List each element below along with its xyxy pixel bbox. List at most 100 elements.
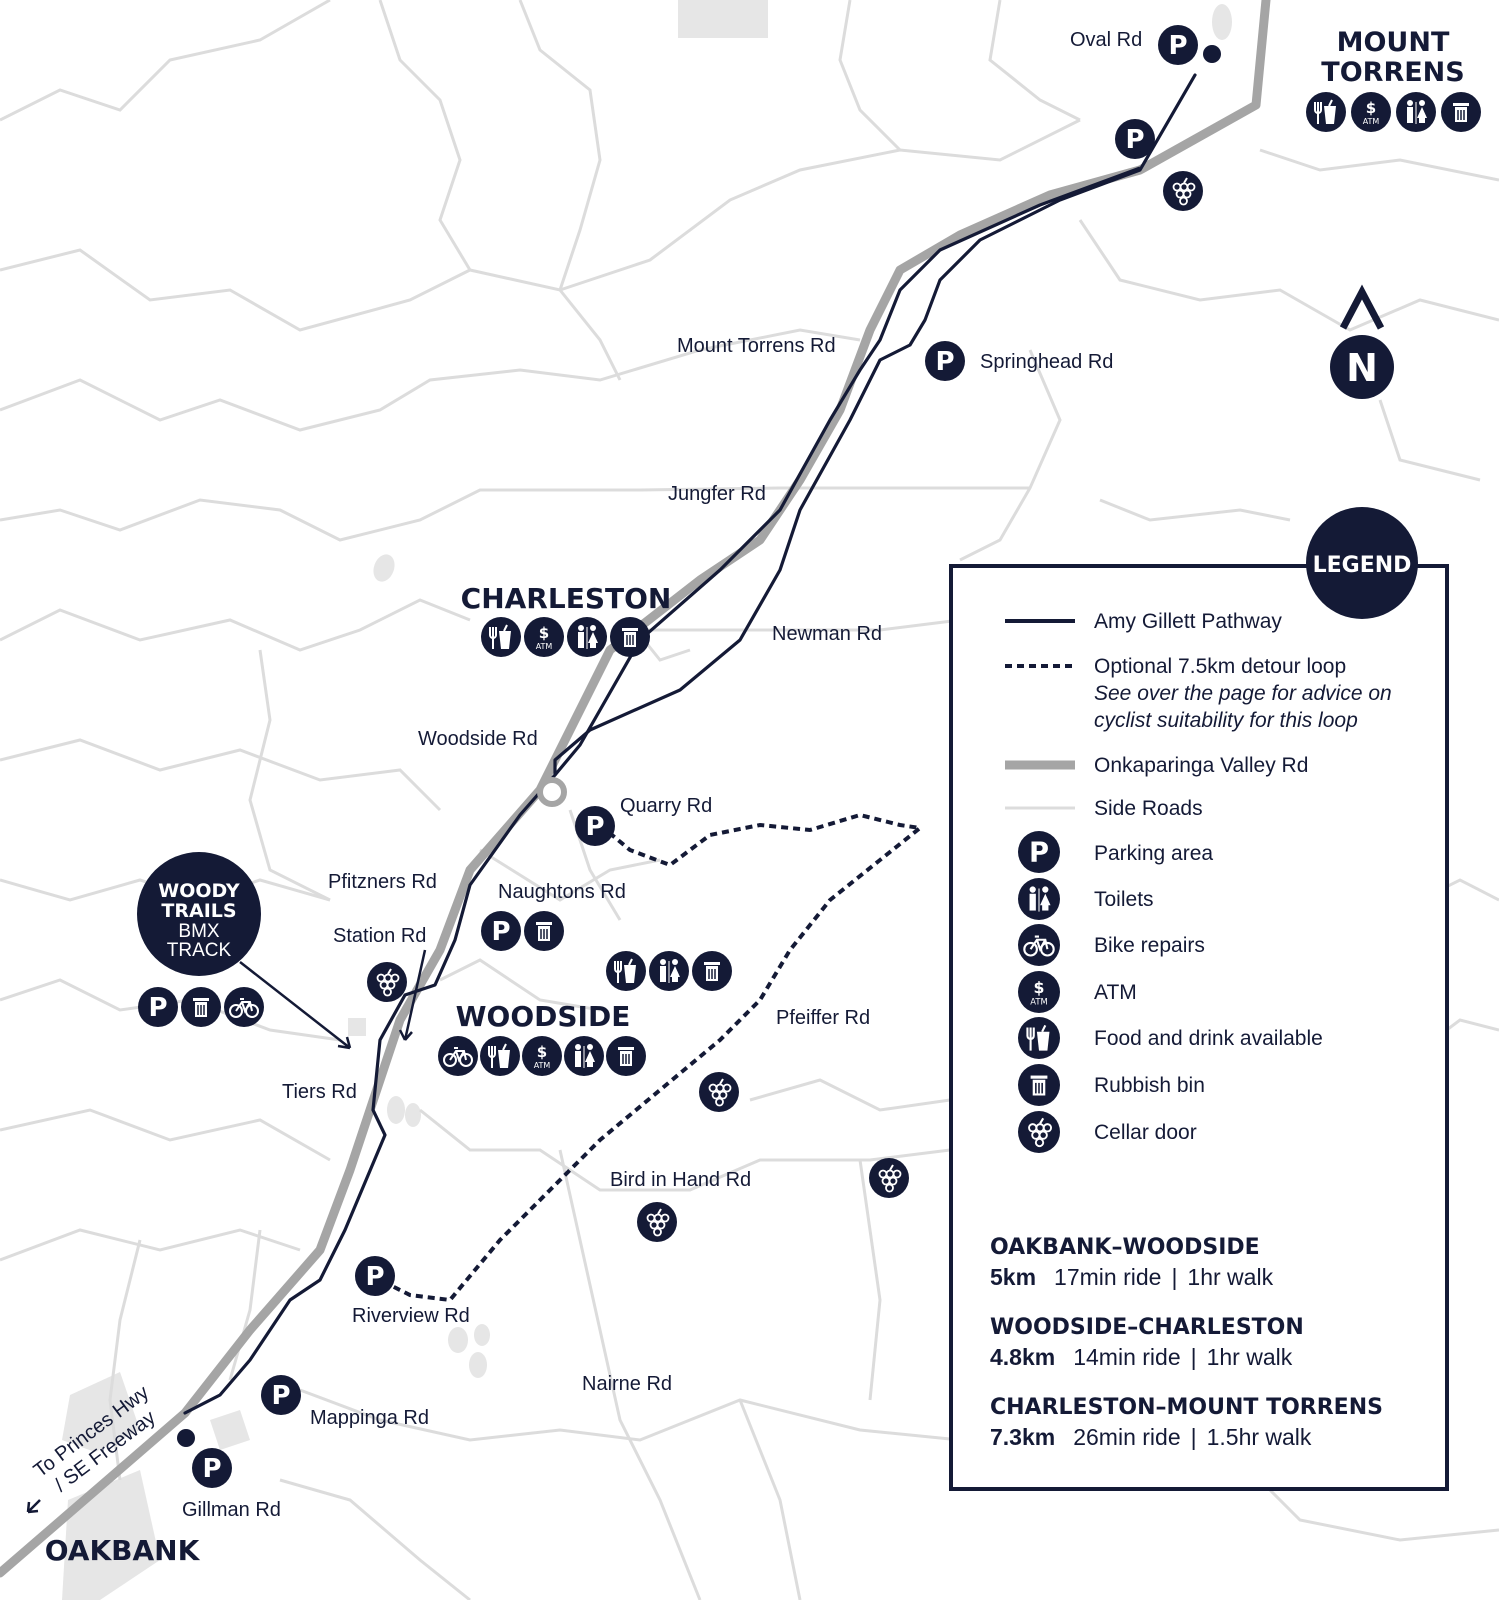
road-label-oval: Oval Rd	[1070, 29, 1142, 51]
rubbish-bin-icon	[1441, 92, 1481, 132]
food-icon	[1018, 1017, 1060, 1059]
rubbish-bin-icon	[610, 617, 650, 657]
legend-bike-repairs: Bike repairs	[1094, 934, 1205, 957]
atm-icon	[524, 617, 564, 657]
legend-cellar: Cellar door	[1094, 1121, 1197, 1144]
road-label-mount-torrens: Mount Torrens Rd	[677, 335, 836, 357]
toilets-icon	[1396, 92, 1436, 132]
onkaparinga-valley-rd	[0, 0, 1271, 1578]
road-label-bird-in-hand: Bird in Hand Rd	[610, 1169, 751, 1191]
rubbish-bin-icon	[1018, 1064, 1060, 1106]
station-rd-arrow	[398, 949, 427, 1041]
toilets-icon	[567, 617, 607, 657]
atm-icon	[1018, 971, 1060, 1013]
parking-icon-quarry-rd	[575, 806, 615, 846]
legend-detour-note-2: cyclist suitability for this loop	[1094, 709, 1358, 732]
legend-parking: Parking area	[1094, 842, 1213, 865]
road-label-woodside: Woodside Rd	[418, 728, 538, 750]
woody-trails-badge: WOODY TRAILS BMX TRACK	[137, 852, 352, 1050]
parking-icon-gillman-rd	[192, 1448, 232, 1488]
built-areas	[62, 0, 1232, 1600]
rubbish-bin-icon	[692, 951, 732, 991]
road-label-riverview: Riverview Rd	[352, 1305, 470, 1327]
amy-gillett-pathway	[183, 73, 1197, 1415]
atm-icon	[522, 1036, 562, 1076]
town-label-mount-torrens-2: TORRENS	[1321, 57, 1464, 88]
road-label-jungfer: Jungfer Rd	[668, 483, 766, 505]
legend-toilets: Toilets	[1094, 888, 1154, 911]
legend-side-roads: Side Roads	[1094, 797, 1203, 820]
detour-loop	[369, 812, 925, 1303]
cellar-door-icon	[869, 1158, 909, 1198]
town-labels: MOUNT TORRENS CHARLESTON WOODSIDE OAKBAN…	[45, 27, 1465, 1567]
road-label-station: Station Rd	[333, 925, 426, 947]
legend-atm: ATM	[1094, 981, 1137, 1004]
parking-icon-mappinga-rd	[261, 1375, 301, 1415]
town-label-woodside: WOODSIDE	[456, 1000, 631, 1033]
parking-icon-springhead	[925, 341, 965, 381]
svg-text:WOODSIDE–CHARLESTON: WOODSIDE–CHARLESTON	[990, 1315, 1304, 1340]
svg-text:CHARLESTON–MOUNT TORRENS: CHARLESTON–MOUNT TORRENS	[990, 1395, 1383, 1420]
food-icon	[481, 617, 521, 657]
north-letter: N	[1346, 346, 1378, 390]
svg-text:OAKBANK–WOODSIDE: OAKBANK–WOODSIDE	[990, 1235, 1260, 1260]
toilets-icon	[649, 951, 689, 991]
rubbish-bin-icon	[606, 1036, 646, 1076]
woody-trails-line1: WOODY	[158, 880, 240, 902]
road-label-tiers: Tiers Rd	[282, 1081, 357, 1103]
woody-trails-line3: BMX	[178, 921, 220, 942]
legend-pathway: Amy Gillett Pathway	[1094, 610, 1282, 633]
legend-detour-note-1: See over the page for advice on	[1094, 682, 1392, 705]
road-label-pfitzners: Pfitzners Rd	[328, 871, 437, 893]
parking-icon-oval-rd	[1158, 25, 1198, 65]
woody-trails-line4: TRACK	[167, 940, 232, 961]
toilets-icon	[564, 1036, 604, 1076]
atm-icon	[1351, 92, 1391, 132]
cellar-door-icon	[1018, 1111, 1060, 1153]
legend: LEGEND Amy Gillett Pathway Optional 7.5k…	[949, 507, 1449, 1491]
food-icon	[1306, 92, 1346, 132]
road-label-mappinga: Mappinga Rd	[310, 1407, 429, 1429]
road-label-springhead: Springhead Rd	[980, 351, 1113, 373]
legend-rubbish: Rubbish bin	[1094, 1074, 1205, 1097]
road-label-pfeiffer: Pfeiffer Rd	[776, 1007, 870, 1029]
town-label-charleston: CHARLESTON	[461, 582, 672, 615]
pathway-end-north	[1203, 45, 1221, 63]
food-icon	[480, 1036, 520, 1076]
cellar-door-icon	[699, 1072, 739, 1112]
toilets-icon	[1018, 878, 1060, 920]
town-label-mount-torrens: MOUNT	[1337, 27, 1450, 58]
road-label-quarry: Quarry Rd	[620, 795, 712, 817]
parking-icon-woody-trails	[138, 987, 178, 1027]
food-icon	[606, 951, 646, 991]
road-label-nairne: Nairne Rd	[582, 1373, 672, 1395]
pathway-end-south	[177, 1429, 195, 1447]
to-princes-hwy-arrow	[26, 1499, 41, 1514]
road-label-naughtons: Naughtons Rd	[498, 881, 626, 903]
parking-icon-naughtons-rd	[481, 911, 521, 951]
parking-icon-mount-torrens	[1115, 119, 1155, 159]
woodside-roundabout	[537, 777, 567, 807]
legend-food: Food and drink available	[1094, 1027, 1323, 1050]
cellar-door-icon	[637, 1202, 677, 1242]
cellar-door-icon	[1163, 171, 1203, 211]
bike-repairs-icon	[224, 987, 264, 1027]
road-label-gillman: Gillman Rd	[182, 1499, 281, 1521]
cellar-door-icon	[367, 962, 407, 1002]
rubbish-bin-icon	[181, 987, 221, 1027]
bike-repairs-icon	[438, 1036, 478, 1076]
town-label-oakbank: OAKBANK	[45, 1534, 201, 1567]
north-arrow: N	[1330, 284, 1394, 399]
woody-trails-line2: TRAILS	[161, 900, 236, 922]
pathway-woodside-spur	[553, 166, 1141, 777]
parking-icon-riverview-rd	[355, 1256, 395, 1296]
legend-valley-rd: Onkaparinga Valley Rd	[1094, 754, 1308, 777]
rubbish-bin-icon	[524, 911, 564, 951]
